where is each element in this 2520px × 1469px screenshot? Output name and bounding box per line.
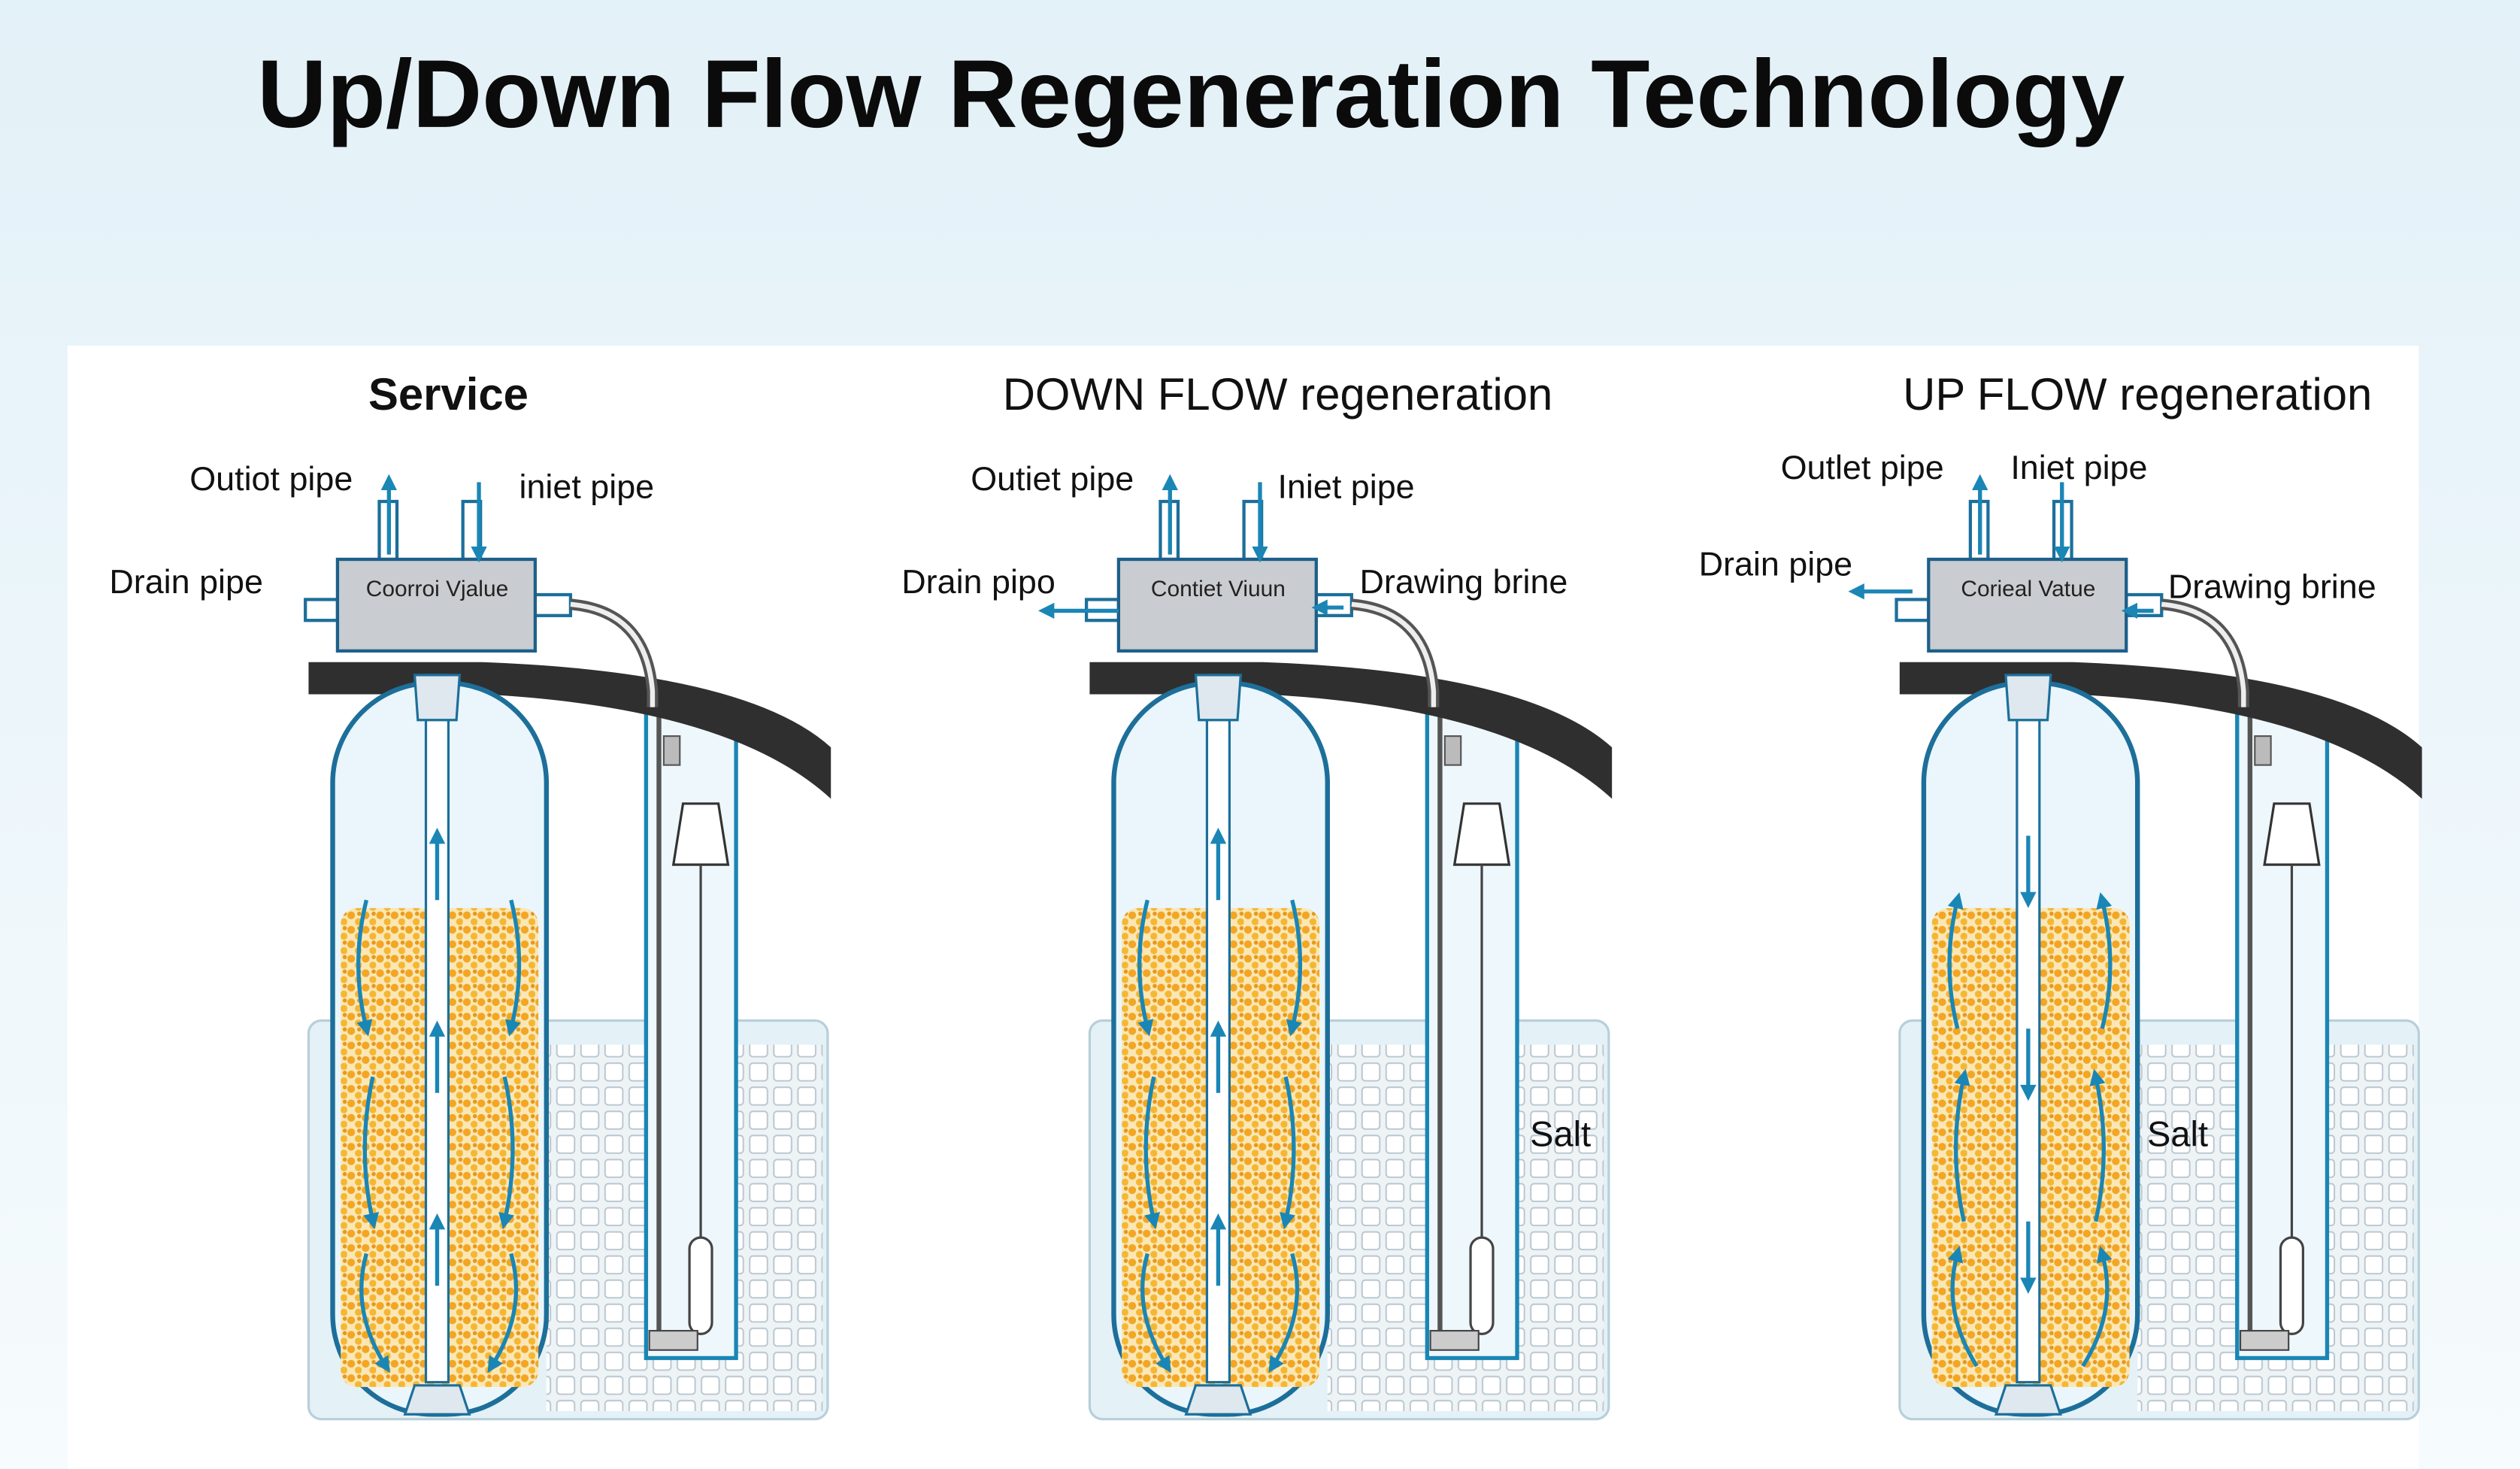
hose-band — [308, 662, 831, 799]
resin-flow-arrow-icon — [1947, 1246, 1979, 1368]
inlet-pipe-label: iniet pipe — [519, 468, 654, 506]
page-title: Up/Down Flow Regeneration Technology — [257, 41, 2125, 148]
float-clip — [1443, 735, 1462, 766]
drain-pipe-label: Drain pipe — [1699, 544, 1853, 583]
top-distributor — [2004, 674, 2052, 722]
float-valve — [671, 802, 730, 866]
float-clip — [662, 735, 681, 766]
inlet-pipe-label: Iniet pipe — [2010, 448, 2147, 486]
float-valve — [1452, 802, 1511, 866]
resin-flow-arrow-icon — [1286, 899, 1303, 1037]
air-check — [688, 1236, 713, 1335]
air-check — [1469, 1236, 1495, 1335]
control-valve-label: Corieal Vatue — [1961, 577, 2095, 601]
resin-flow-arrow-icon — [1268, 1252, 1300, 1374]
control-valve — [1927, 557, 2128, 653]
resin-flow-arrow-icon — [1280, 1076, 1296, 1230]
resin-flow-arrow-icon — [2089, 1068, 2106, 1222]
outlet-pipe-label: Outlet pipe — [1781, 448, 1944, 486]
hose-band — [1089, 662, 1613, 799]
drawing-brine-label: Drawing brine — [2168, 567, 2376, 605]
resin-flow-arrow-icon — [362, 1076, 380, 1230]
brine-port — [533, 592, 573, 617]
control-valve — [1116, 557, 1318, 653]
brine-screen — [648, 1330, 698, 1351]
top-distributor — [1194, 674, 1243, 722]
brine-port — [1314, 592, 1353, 617]
brine-screen — [2239, 1330, 2290, 1351]
brine-hose-inner — [2161, 601, 2246, 707]
salt-label: Salt — [2147, 1113, 2208, 1153]
brine-screen — [1429, 1330, 1480, 1351]
air-check — [2279, 1236, 2305, 1335]
control-valve-label: Coorroi Vjalue — [366, 577, 509, 601]
outlet-pipe-label: Outiet pipe — [971, 459, 1134, 498]
panel-down: Contiet Viuun DOWN FLOW regenerationOutie… — [901, 369, 1613, 1421]
resin-flow-arrow-icon — [359, 1252, 390, 1374]
salt-label: Salt — [1530, 1113, 1591, 1153]
outlet-pipe-label: Outiot pipe — [189, 459, 353, 498]
resin-flow-arrow-icon — [2096, 892, 2113, 1029]
resin-flow-arrow-icon — [2081, 1246, 2113, 1368]
drain-pipe-label: Drain pipe — [109, 562, 263, 601]
resin-flow-arrow-icon — [1140, 1252, 1171, 1374]
resin-flow-arrow-icon — [1953, 1068, 1970, 1222]
brine-hose-inner — [1351, 601, 1437, 707]
resin-flow-arrow-icon — [505, 899, 522, 1037]
control-valve — [335, 557, 538, 653]
top-distributor — [413, 674, 462, 722]
panel-heading: DOWN FLOW regeneration — [1003, 369, 1553, 419]
brine-hose-inner — [570, 601, 656, 707]
drain-port — [1895, 598, 1931, 622]
drain-pipe-label: Drain pipo — [901, 562, 1056, 601]
panel-up: Corieal Vatue UP FLOW regenerationOutlet … — [1699, 369, 2422, 1421]
panel-heading: UP FLOW regeneration — [1903, 369, 2372, 419]
control-valve-label: Contiet Viuun — [1151, 577, 1286, 601]
resin-flow-arrow-icon — [487, 1252, 519, 1374]
bottom-distributor — [1994, 1384, 2062, 1416]
bottom-distributor — [1184, 1384, 1252, 1416]
drawing-brine-label: Drawing brine — [1360, 562, 1568, 601]
resin-flow-arrow-icon — [498, 1076, 515, 1230]
drain-port — [304, 598, 340, 622]
resin-flow-arrow-icon — [1137, 899, 1154, 1037]
hose-band — [1899, 662, 2422, 799]
panel-heading: Service — [368, 369, 529, 419]
float-valve — [2263, 802, 2321, 866]
resin-flow-arrow-icon — [1947, 892, 1964, 1029]
bottom-distributor — [403, 1384, 471, 1416]
float-clip — [2254, 735, 2272, 766]
resin-flow-arrow-icon — [1143, 1076, 1161, 1230]
inlet-pipe-label: Iniet pipe — [1278, 468, 1415, 506]
resin-flow-arrow-icon — [356, 899, 373, 1037]
